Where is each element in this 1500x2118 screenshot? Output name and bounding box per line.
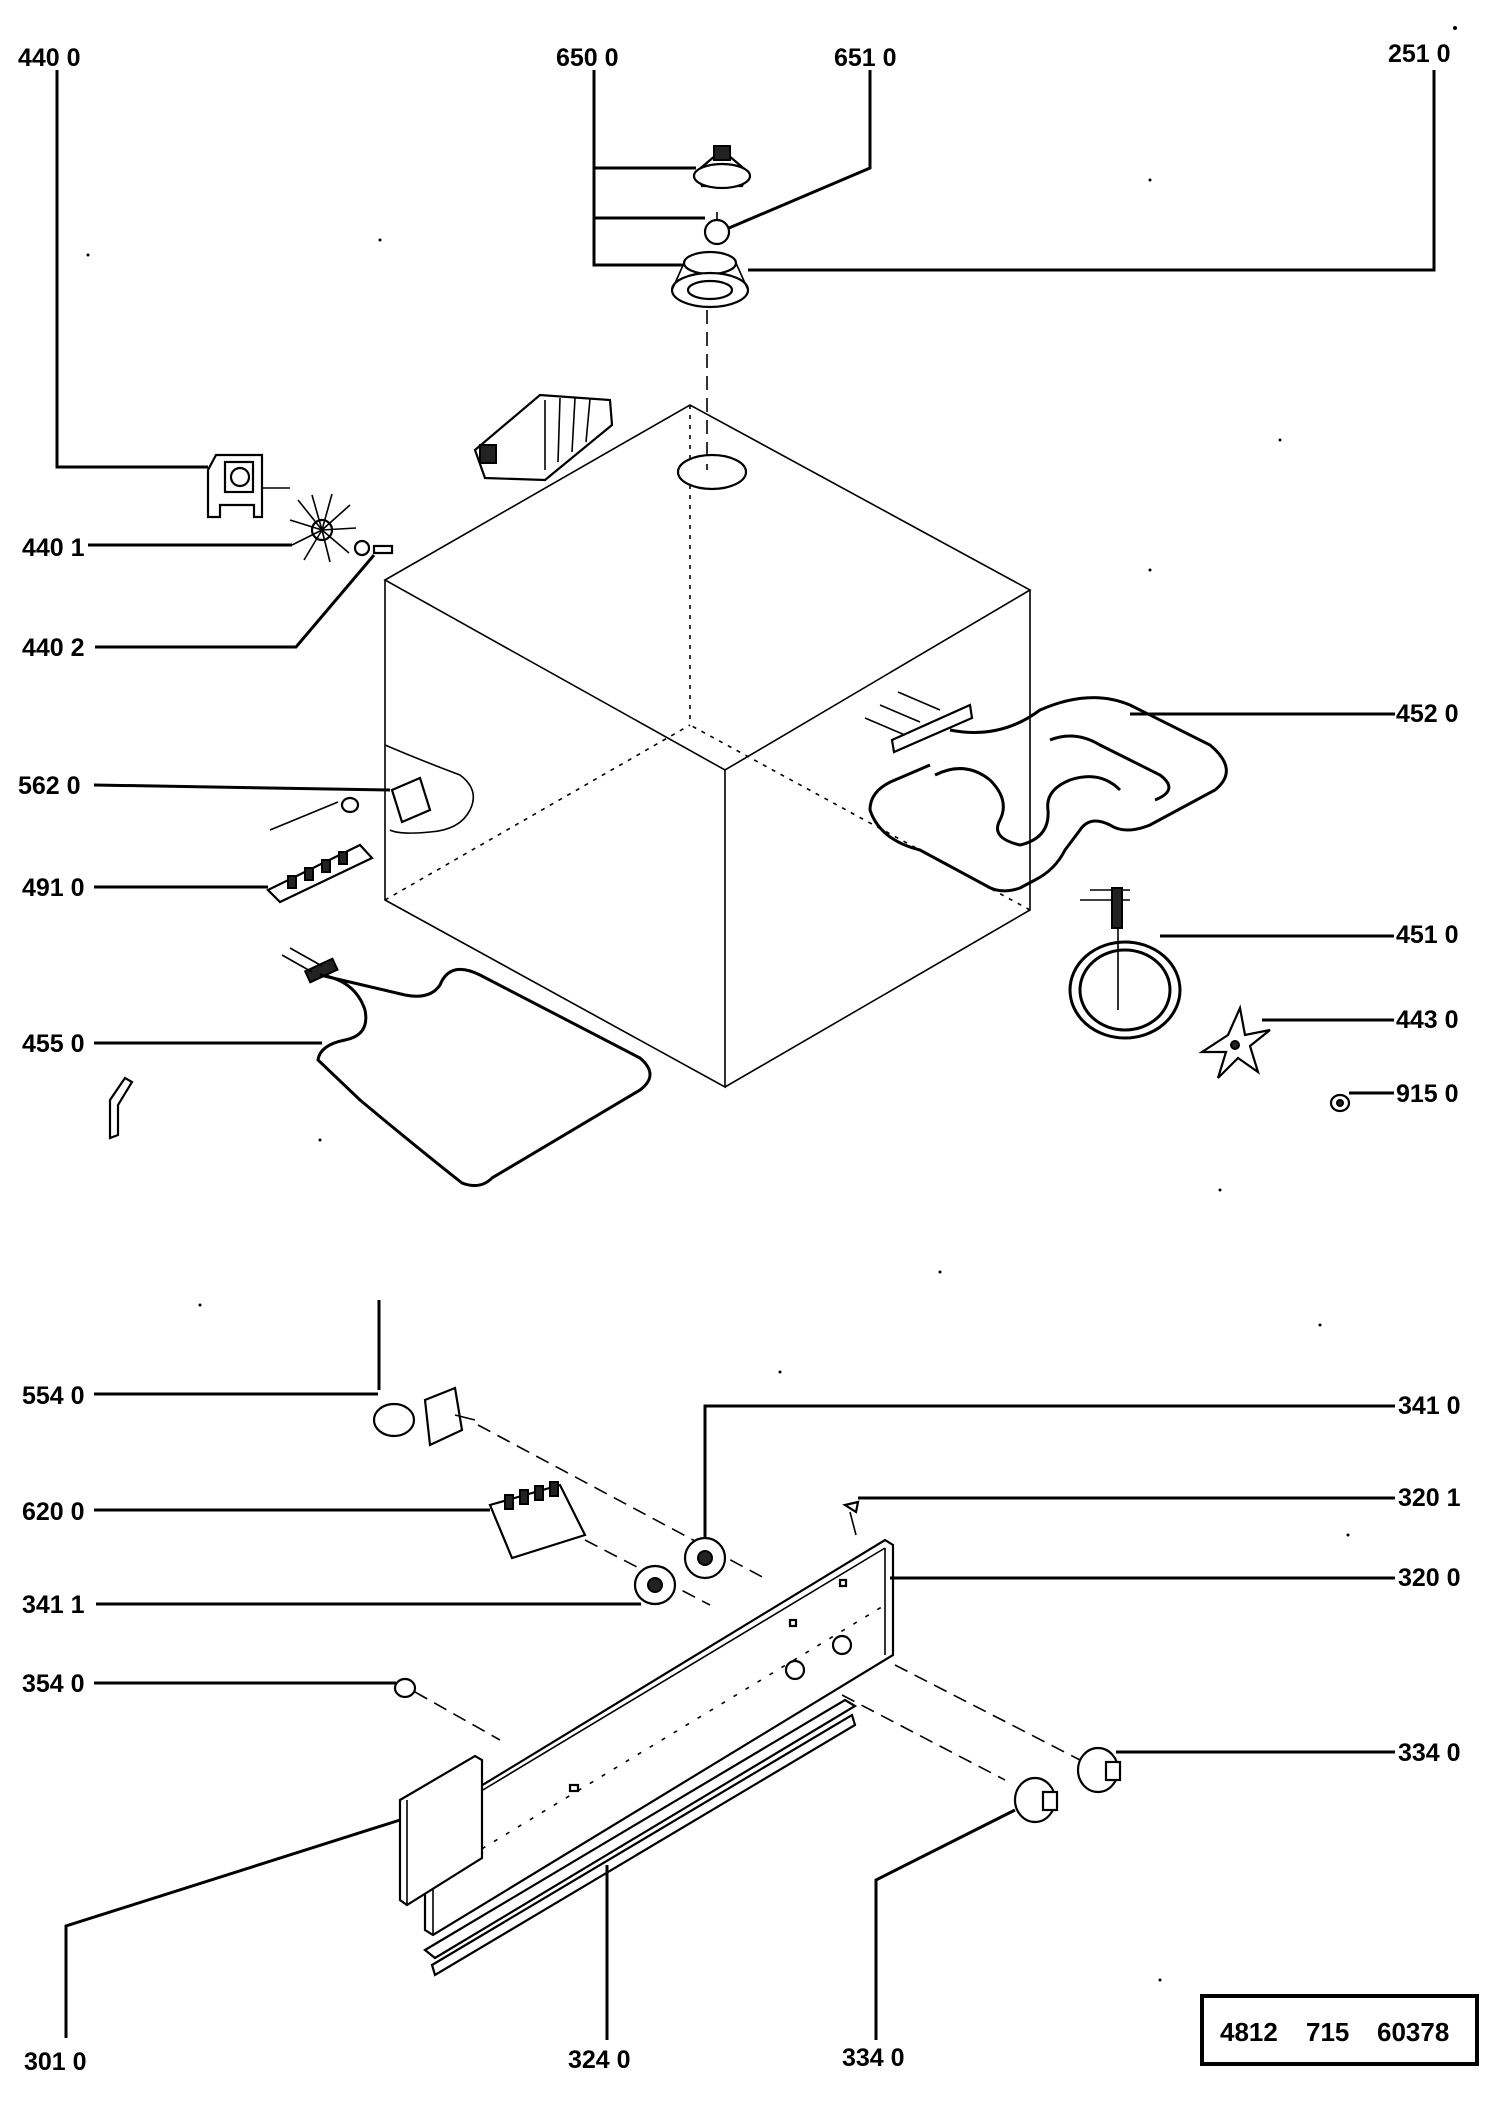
mounting-bracket bbox=[108, 1076, 134, 1140]
switch-part-562 bbox=[269, 776, 432, 831]
leader-lines bbox=[55, 70, 1436, 2040]
callout-650-0: 650 0 bbox=[556, 44, 619, 72]
selector-switch-part-620 bbox=[488, 1481, 711, 1606]
fan-blade-part-443 bbox=[1198, 1004, 1271, 1079]
callout-915-0: 915 0 bbox=[1396, 1080, 1459, 1108]
oven-cavity-box bbox=[383, 404, 1032, 1089]
callout-554-0: 554 0 bbox=[22, 1382, 85, 1410]
control-knob-part-334-right bbox=[894, 1664, 1122, 1794]
tangential-fan bbox=[473, 393, 614, 482]
nut-part-915 bbox=[1329, 1093, 1351, 1113]
callout-320-1: 320 1 bbox=[1398, 1484, 1461, 1512]
callout-455-0: 455 0 bbox=[22, 1030, 85, 1058]
callout-491-0: 491 0 bbox=[22, 874, 85, 902]
circular-heating-element-part-451 bbox=[1068, 887, 1182, 1040]
callout-620-0: 620 0 bbox=[22, 1498, 85, 1526]
knob-ring-part-341-1 bbox=[633, 1564, 677, 1606]
callout-341-1: 341 1 bbox=[22, 1591, 85, 1619]
part-number-a: 4812 bbox=[1220, 2017, 1278, 2047]
thermostat-part-554 bbox=[372, 1300, 769, 1581]
callout-320-0: 320 0 bbox=[1398, 1564, 1461, 1592]
callout-440-0: 440 0 bbox=[18, 44, 81, 72]
end-plate-part-301 bbox=[398, 1754, 484, 1907]
callout-324-0: 324 0 bbox=[568, 2046, 631, 2074]
callout-labels: 440 0 650 0 651 0 251 0 440 1 440 2 452 … bbox=[18, 40, 1461, 2076]
top-knob-assembly bbox=[670, 145, 752, 470]
bottom-heating-element-part-455 bbox=[281, 947, 652, 1188]
callout-301-0: 301 0 bbox=[24, 2048, 87, 2076]
clip-part-320-1 bbox=[842, 1500, 860, 1536]
callout-452-0: 452 0 bbox=[1396, 700, 1459, 728]
grill-element-part-452 bbox=[864, 691, 1228, 893]
callout-334-0-bottom: 334 0 bbox=[842, 2044, 905, 2072]
callout-334-0-right: 334 0 bbox=[1398, 1739, 1461, 1767]
callout-651-0: 651 0 bbox=[834, 44, 897, 72]
callout-440-1: 440 1 bbox=[22, 534, 85, 562]
indicator-lamp-part-354 bbox=[393, 1677, 501, 1741]
fan-impeller-part-440-1 bbox=[289, 493, 357, 563]
part-number-box: 4812 715 60378 bbox=[1200, 1994, 1479, 2066]
callout-562-0: 562 0 bbox=[18, 772, 81, 800]
part-number-b: 715 bbox=[1306, 2017, 1349, 2047]
part-number-c: 60378 bbox=[1377, 2017, 1449, 2047]
callout-354-0: 354 0 bbox=[22, 1670, 85, 1698]
knob-ring-part-341-0 bbox=[683, 1536, 727, 1580]
scan-specks bbox=[86, 26, 1457, 1982]
terminal-block-part-491 bbox=[266, 843, 374, 904]
fan-motor-part-440 bbox=[206, 453, 290, 519]
control-panel-part-320 bbox=[423, 1538, 895, 1937]
callout-440-2: 440 2 bbox=[22, 634, 85, 662]
control-knob-part-334-bottom bbox=[1013, 1776, 1059, 1824]
trim-strip-part-324 bbox=[423, 1694, 1006, 1977]
nut-screw-part-440-2 bbox=[353, 539, 394, 557]
callout-341-0: 341 0 bbox=[1398, 1392, 1461, 1420]
callout-251-0: 251 0 bbox=[1388, 40, 1451, 68]
callout-451-0: 451 0 bbox=[1396, 921, 1459, 949]
callout-443-0: 443 0 bbox=[1396, 1006, 1459, 1034]
